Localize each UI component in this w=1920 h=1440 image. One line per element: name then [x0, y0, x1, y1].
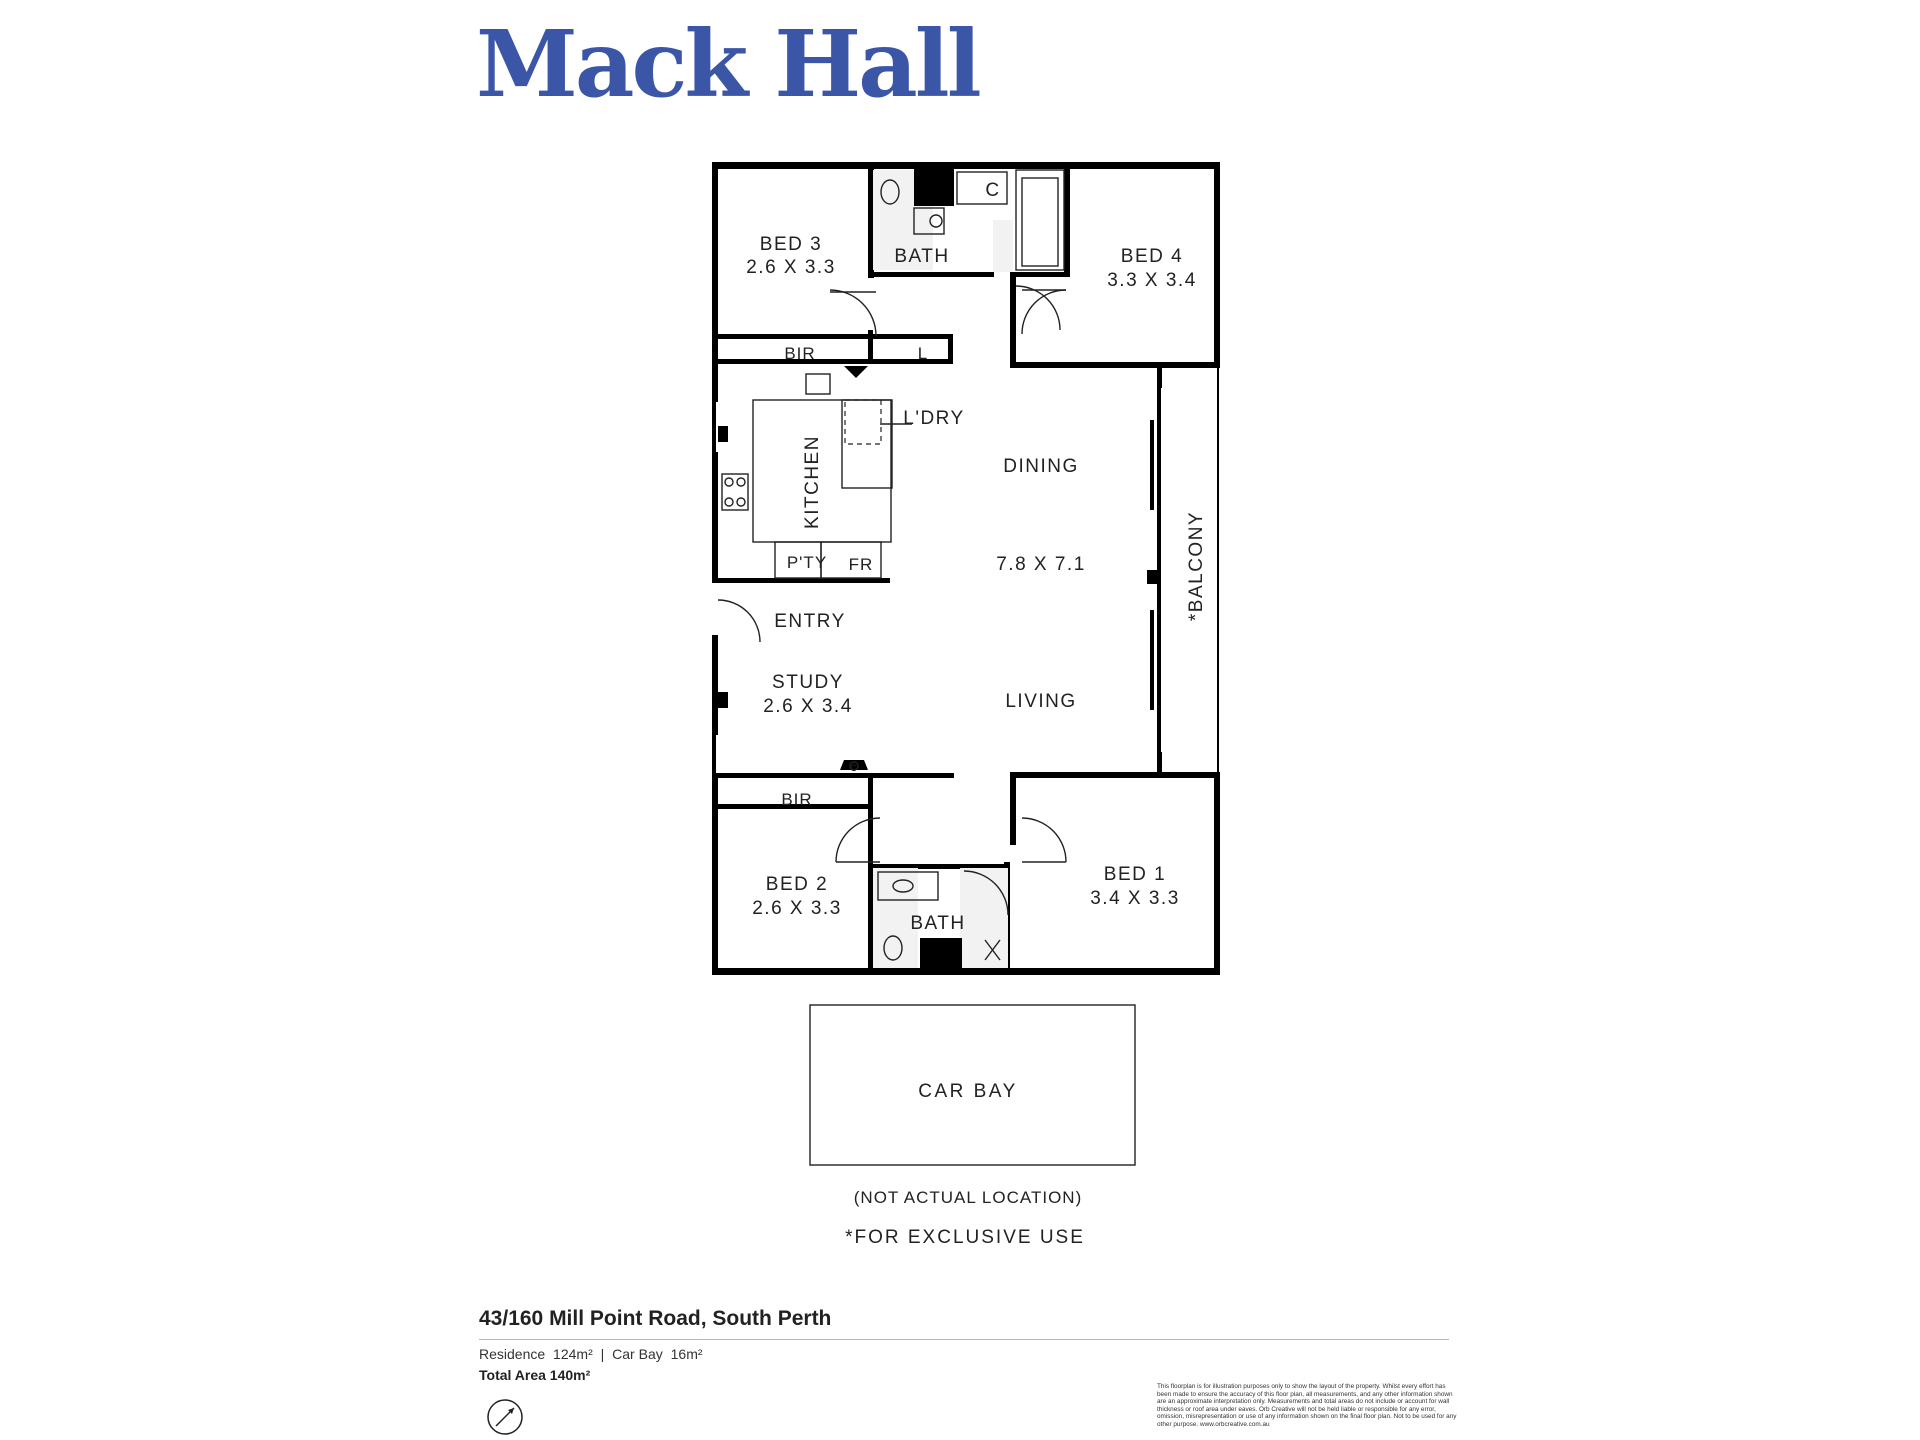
cupboard-name: C [985, 180, 1000, 201]
brand-logo: Mack Hall [476, 10, 982, 118]
balcony-name: *BALCONY [1186, 511, 1207, 621]
living-dims: 7.8 X 7.1 [996, 554, 1086, 575]
car-bay-name: CAR BAY [918, 1081, 1018, 1102]
fridge-name: FR [849, 555, 874, 574]
disclaimer-text: This floorplan is for illustration purpo… [1157, 1383, 1457, 1428]
total-value: 140m² [549, 1367, 591, 1383]
linen-name: L [918, 344, 928, 363]
property-address: 43/160 Mill Point Road, South Perth [479, 1307, 832, 1330]
interior-walls [712, 162, 1161, 973]
bir-top-name: BIR [784, 344, 815, 363]
area-separator: | [600, 1346, 605, 1362]
residence-label: Residence [479, 1346, 546, 1362]
outer-walls [712, 162, 1220, 975]
living-name: LIVING [1005, 691, 1076, 712]
area-summary: Residence 124m² | Car Bay 16m² [479, 1346, 707, 1362]
north-compass-icon [487, 1399, 523, 1435]
study-name: STUDY [772, 672, 844, 693]
residence-value: 124m² [553, 1346, 593, 1362]
bed2-name: BED 2 [766, 874, 828, 895]
exclusive-use-note: *FOR EXCLUSIVE USE [845, 1227, 1085, 1248]
carbay-label: Car Bay [612, 1346, 663, 1362]
total-label: Total Area [479, 1367, 546, 1383]
bir-bottom-name: BIR [781, 790, 812, 809]
carbay-value: 16m² [670, 1346, 703, 1362]
bed3-name: BED 3 [760, 234, 822, 255]
pantry-name: P'TY [787, 553, 827, 572]
dining-name: DINING [1003, 456, 1079, 477]
total-area: Total Area 140m² [479, 1367, 590, 1383]
bath-top-name: BATH [894, 246, 949, 267]
bed3-dims: 2.6 X 3.3 [746, 257, 836, 278]
study-dims: 2.6 X 3.4 [763, 696, 853, 717]
fixtures [718, 168, 1136, 1166]
footer-divider [479, 1339, 1449, 1340]
cupboard-small-name: C [850, 763, 858, 773]
not-actual-location-note: (NOT ACTUAL LOCATION) [854, 1188, 1083, 1207]
bed4-name: BED 4 [1121, 246, 1183, 267]
bed2-dims: 2.6 X 3.3 [752, 898, 842, 919]
bath-bottom-name: BATH [910, 913, 965, 934]
bed1-name: BED 1 [1104, 864, 1166, 885]
bed4-dims: 3.3 X 3.4 [1107, 270, 1197, 291]
bed1-dims: 3.4 X 3.3 [1090, 888, 1180, 909]
door-swings [717, 285, 1067, 916]
entry-name: ENTRY [774, 611, 846, 632]
laundry-name: L'DRY [903, 408, 964, 429]
kitchen-name: KITCHEN [802, 435, 823, 529]
